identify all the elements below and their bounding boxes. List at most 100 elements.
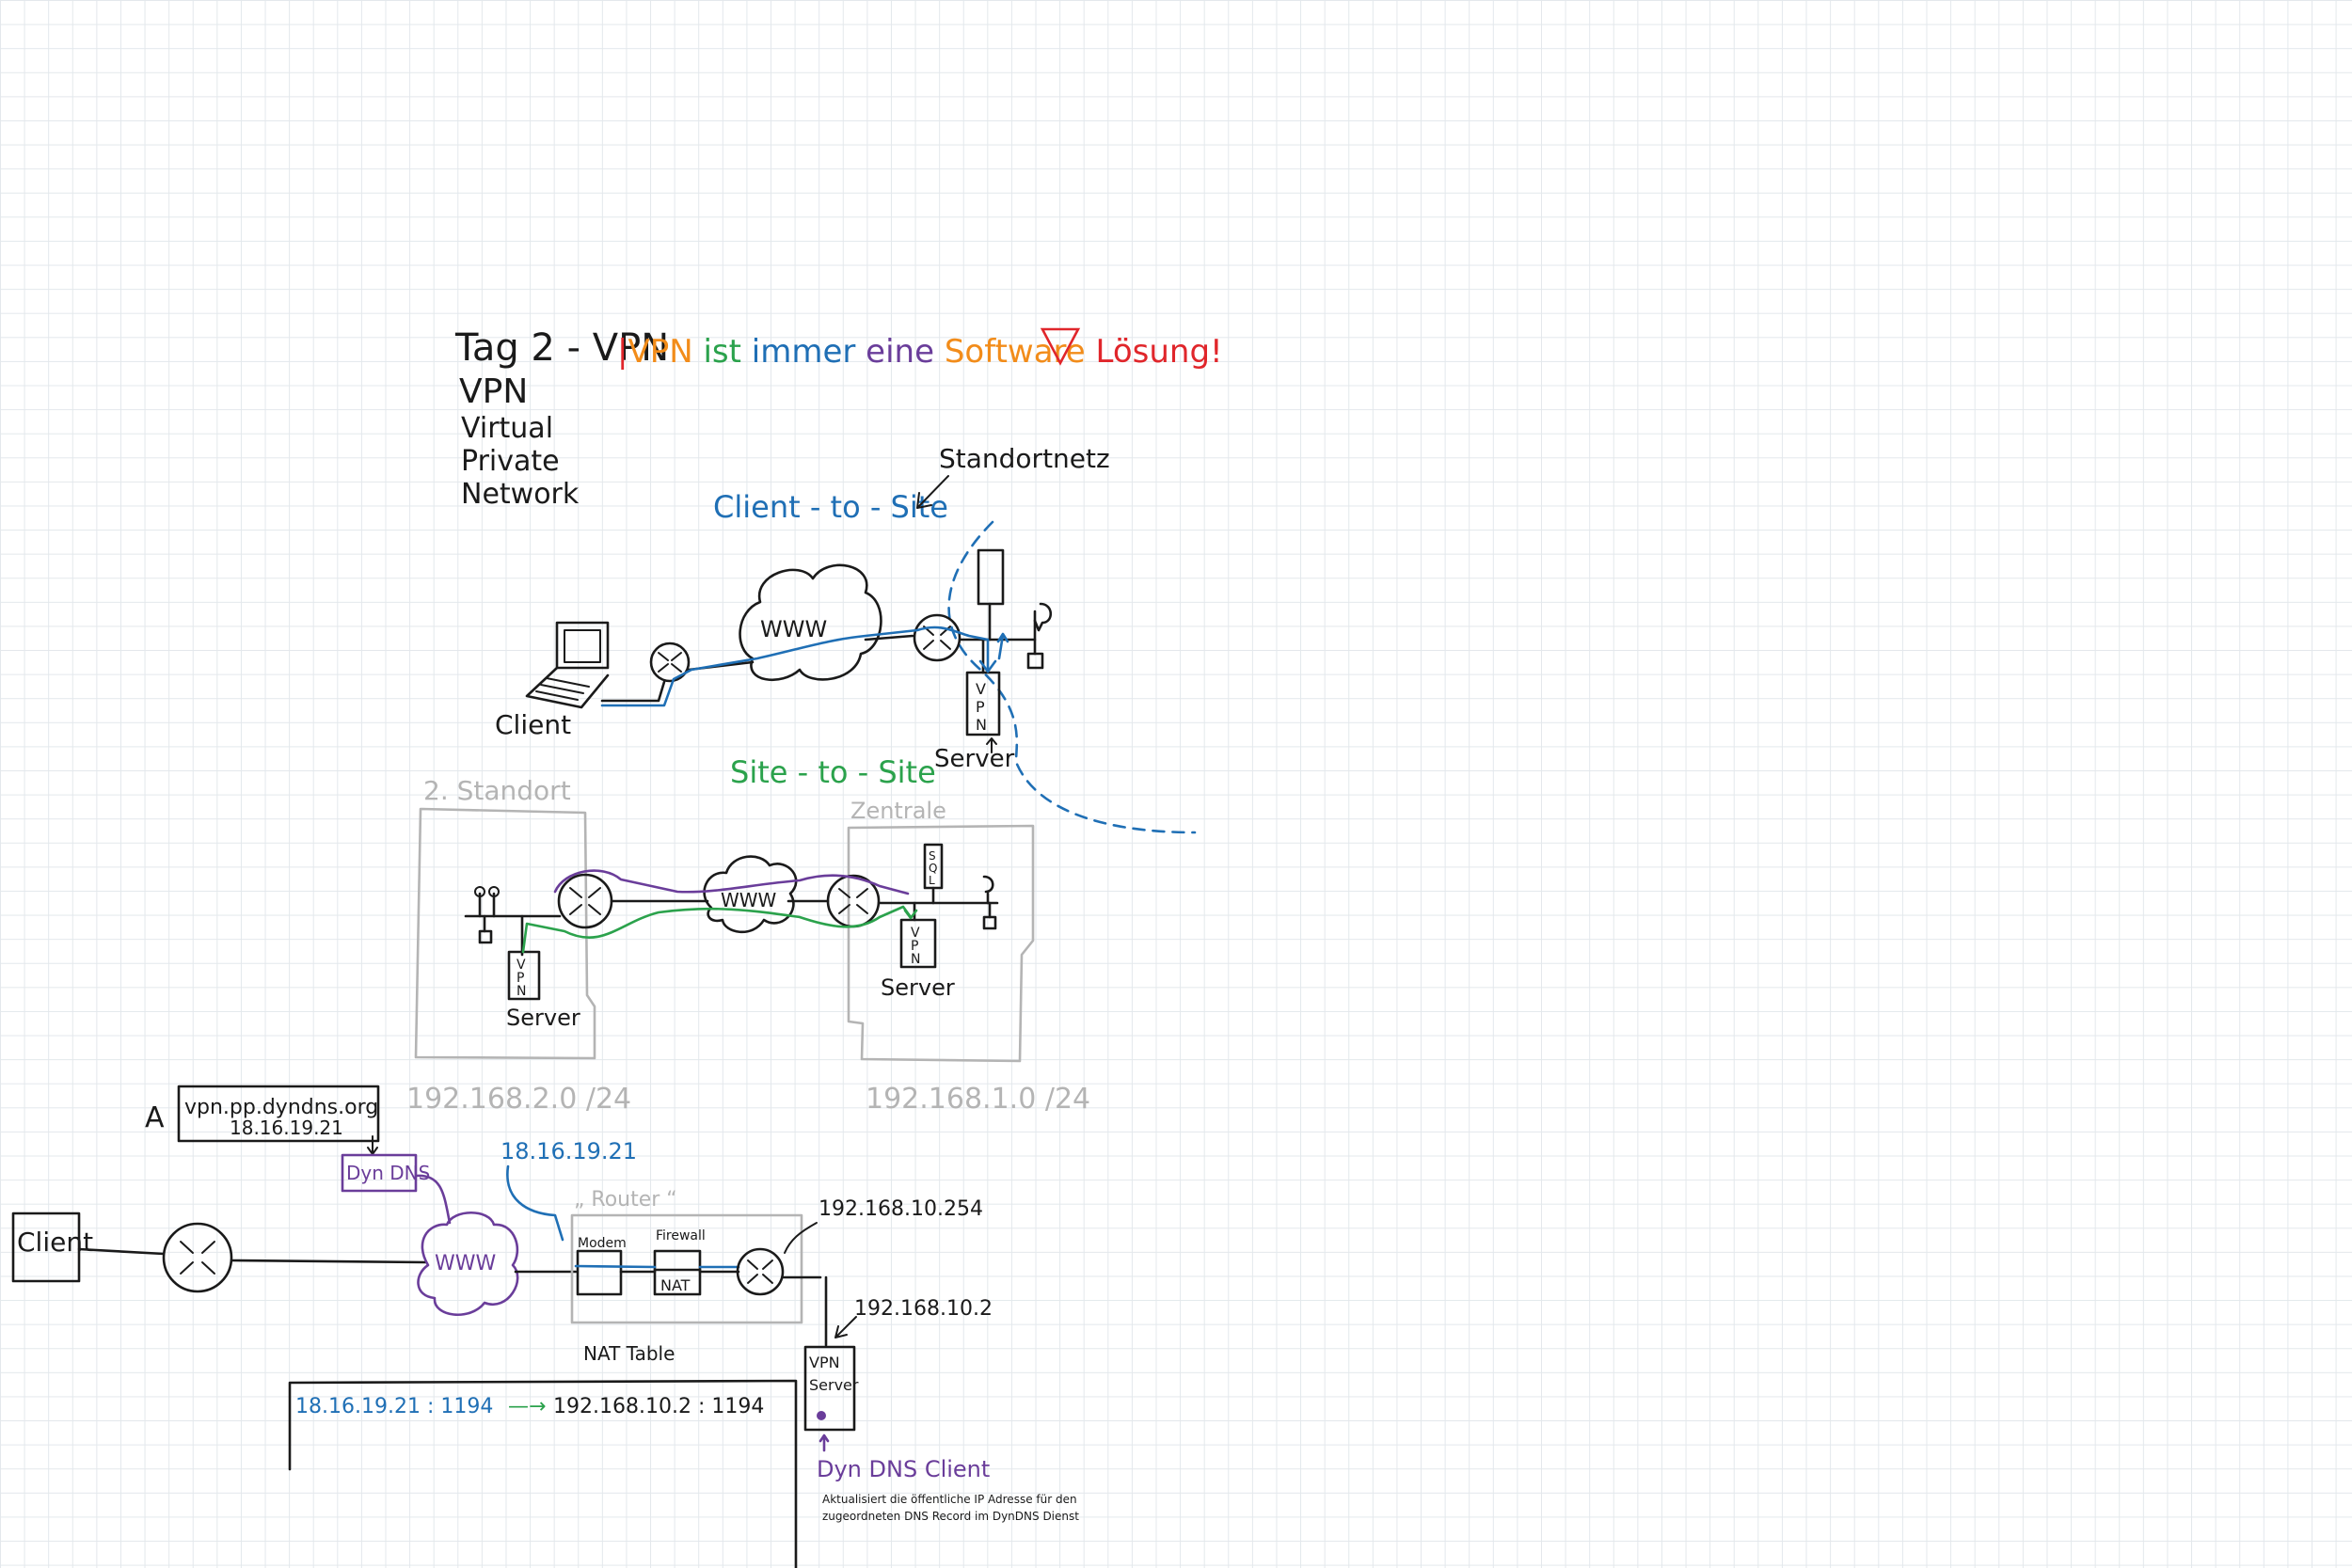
rainbow-note-part: ! — [1210, 333, 1223, 371]
cloud-icon — [417, 1212, 519, 1316]
vpn-letter: P — [911, 939, 918, 954]
vpn-letter: P — [516, 971, 524, 986]
laptop-link — [600, 680, 666, 703]
host-tower-icon — [977, 548, 1005, 606]
page-title: Tag 2 - VPN — [454, 326, 669, 370]
router-frame — [570, 1213, 803, 1324]
sql-letter: S — [929, 849, 936, 863]
rainbow-note-part: ist — [693, 333, 752, 371]
site-frame-right — [847, 824, 1035, 1063]
rainbow-note-part: immer — [752, 333, 866, 371]
vpn-server-box — [803, 1345, 856, 1432]
tunnel-green-arrow — [903, 909, 918, 920]
site-to-site-diagram: Site - to - Site 2. Standort Zentrale V … — [406, 754, 1090, 1116]
client-to-site-heading: Client - to - Site — [713, 489, 948, 525]
client-box — [11, 1212, 81, 1283]
acronym-private: Private — [461, 445, 560, 478]
router-icon — [913, 613, 961, 662]
router-icon — [649, 641, 691, 683]
dyndns-note-line: zugeordneten DNS Record im DynDNS Dienst — [822, 1510, 1079, 1523]
vpn-tunnel-path — [600, 626, 990, 707]
cloud-icon — [739, 563, 882, 682]
dns-record-box — [177, 1085, 380, 1143]
dyndns-cloud-link — [414, 1174, 452, 1225]
net-left-label: 192.168.2.0 /24 — [406, 1083, 631, 1116]
nat-public-entry: 18.16.19.21 : 1194 — [295, 1395, 493, 1418]
site-left-label: 2. Standort — [423, 775, 571, 806]
lan-drop — [478, 892, 524, 957]
vpn-server-label: Server — [809, 1376, 859, 1394]
acronym-vpn: VPN — [459, 372, 528, 411]
host-icon — [488, 886, 500, 897]
acronym-network: Network — [461, 478, 580, 511]
dns-record-type: A — [145, 1101, 165, 1134]
rainbow-note-part: Software — [945, 333, 1096, 371]
nat-private-entry: 192.168.10.2 : 1194 — [553, 1395, 764, 1418]
firewall-label: Firewall — [656, 1228, 706, 1243]
public-ip-label: 18.16.19.21 — [501, 1138, 637, 1164]
public-ip-pointer — [506, 1164, 564, 1242]
dyndns-client-dot — [817, 1411, 826, 1420]
server-ip-pointer — [834, 1316, 857, 1338]
host-icon — [474, 886, 485, 897]
net-right-label: 192.168.1.0 /24 — [866, 1083, 1090, 1116]
cloud-router-link — [864, 634, 914, 641]
vpn-server-box-right — [899, 918, 937, 969]
client-label: Client — [495, 709, 571, 740]
server-label-right: Server — [881, 974, 955, 1001]
header: Tag 2 - VPN |VPN ist immer eine Software… — [454, 326, 1223, 511]
dyndns-diagram: A vpn.pp.dyndns.org 18.16.19.21 Dyn DNS … — [11, 1085, 1079, 1568]
vpn-letter: N — [976, 716, 987, 734]
rainbow-note: |VPN ist immer eine Software Lösung! — [617, 333, 1223, 371]
site-right-label: Zentrale — [850, 798, 946, 824]
dns-record-host: vpn.pp.dyndns.org — [184, 1096, 378, 1119]
cloud-label: WWW — [721, 889, 777, 911]
vpn-letter: P — [976, 698, 985, 716]
modem-label: Modem — [578, 1236, 627, 1251]
dyndns-label: Dyn DNS — [346, 1162, 430, 1184]
vpn-letter: V — [976, 680, 986, 698]
router-icon — [162, 1222, 233, 1293]
tunnel-purple — [553, 869, 910, 895]
router-ip-pointer — [784, 1222, 818, 1254]
server-label-left: Server — [506, 1005, 580, 1031]
dyndns-client-label: Dyn DNS Client — [817, 1456, 990, 1482]
router-ip-label: 192.168.10.254 — [818, 1197, 983, 1221]
sql-server-box — [923, 843, 944, 890]
vpn-letter: V — [516, 958, 526, 973]
dyndns-box — [341, 1153, 418, 1193]
site-to-site-heading: Site - to - Site — [730, 754, 936, 790]
host-box-icon — [1026, 652, 1044, 670]
server-arrow — [986, 737, 997, 753]
dyndns-client-pointer — [818, 1433, 830, 1452]
site-boundary-dashed — [947, 520, 1197, 834]
dyndns-note-line: Aktualisiert die öffentliche IP Adresse … — [822, 1493, 1077, 1506]
laptop-icon — [525, 621, 610, 709]
nat-table-title: NAT Table — [583, 1342, 675, 1365]
cloud-label: WWW — [760, 616, 827, 642]
vpn-letter: V — [911, 926, 920, 941]
acronym-virtual: Virtual — [461, 412, 553, 445]
vpn-tunnel-return — [996, 632, 1009, 660]
rainbow-note-part: Lösung — [1096, 333, 1211, 371]
sql-letter: L — [929, 874, 935, 887]
phone-icon — [982, 875, 994, 894]
cloud-icon — [703, 855, 798, 934]
nat-label: NAT — [660, 1276, 691, 1294]
vpn-letter: N — [516, 984, 526, 999]
warning-triangle-icon — [1040, 327, 1081, 366]
standortnetz-arrow — [916, 475, 949, 509]
vpn-letter: N — [911, 952, 920, 967]
router-label: „ Router “ — [574, 1188, 677, 1212]
rainbow-note-part: VPN — [628, 333, 692, 371]
phone-icon — [1033, 602, 1053, 632]
standortnetz-label: Standortnetz — [939, 443, 1110, 474]
lan-drop — [913, 886, 992, 922]
rainbow-note-part: | — [617, 333, 628, 371]
router-internal-link-blue — [574, 1264, 740, 1269]
client-label: Client — [17, 1227, 93, 1258]
cloud-label: WWW — [435, 1252, 497, 1275]
host-box-icon — [982, 915, 997, 930]
site-frame-left — [414, 807, 596, 1060]
